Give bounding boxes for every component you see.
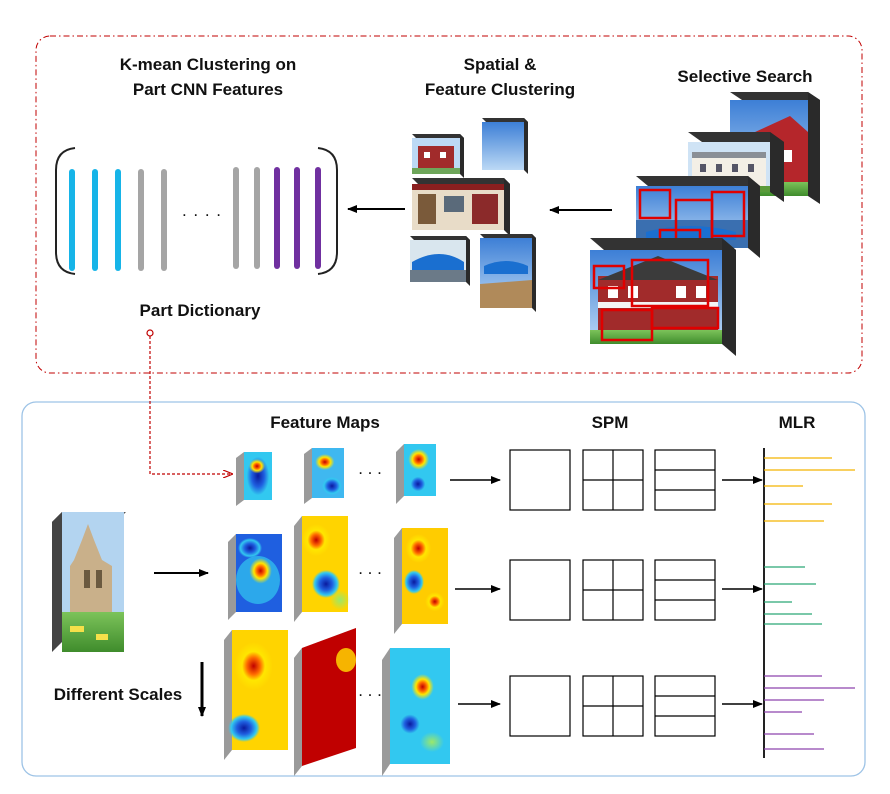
cluster-thumb-boat: [410, 236, 470, 286]
spm-row-1: [450, 449, 763, 511]
spm-level-3-row-1: [654, 449, 716, 511]
feature-map-1-2: [304, 448, 344, 504]
cluster-thumb-dock: [480, 234, 536, 312]
spm-row-2: [455, 559, 763, 621]
bottom-panel-border: [21, 401, 866, 777]
top-panel-border: [35, 35, 863, 374]
dictionary-brackets: [55, 147, 338, 275]
different-scales-label: Different Scales: [53, 685, 183, 704]
selective-search-title: Selective Search: [677, 67, 813, 86]
spm-level-3-row-2: [654, 559, 716, 621]
kmeans-title-line2: Part CNN Features: [132, 80, 284, 99]
mlr-group-2: [764, 566, 822, 625]
feature-ellipsis-3: . . .: [358, 681, 382, 700]
spm-level-3-row-3: [654, 675, 716, 737]
cluster-thumb-facade: [412, 178, 510, 236]
feature-map-2-2: [294, 516, 350, 622]
feature-ellipsis-2: . . .: [358, 559, 382, 578]
cluster-thumb-sky: [482, 118, 528, 174]
kmeans-title-line1: K-mean Clustering on: [119, 55, 297, 74]
mlr-group-3: [764, 675, 855, 750]
part-dictionary-label: Part Dictionary: [139, 301, 261, 320]
input-image: [52, 512, 126, 652]
feature-ellipsis-1: . . .: [358, 459, 382, 478]
feature-map-3-1: [224, 630, 288, 760]
spm-label: SPM: [591, 413, 629, 432]
spatial-title-line1: Spatial &: [463, 55, 537, 74]
spm-level-1-row-1: [509, 449, 571, 511]
spm-row-3: [458, 675, 763, 737]
feature-map-1-3: [396, 444, 436, 504]
cluster-thumb-house: [412, 134, 464, 178]
mlr-group-1: [764, 457, 855, 522]
feature-map-1-1: [236, 452, 272, 506]
dictionary-link: [146, 329, 232, 474]
mlr-label: MLR: [778, 413, 816, 432]
spm-level-1-row-3: [509, 675, 571, 737]
feature-map-3-3: [382, 648, 450, 776]
selective-image-1: [590, 238, 736, 356]
feature-maps-label: Feature Maps: [270, 413, 380, 432]
feature-map-2-3: [394, 528, 448, 634]
feature-map-2-1: [228, 534, 282, 620]
spm-level-1-row-2: [509, 559, 571, 621]
dictionary-bars: [69, 167, 321, 271]
spatial-title-line2: Feature Clustering: [424, 80, 576, 99]
feature-map-3-2: [294, 628, 356, 776]
dictionary-ellipsis: . . . .: [181, 201, 223, 220]
